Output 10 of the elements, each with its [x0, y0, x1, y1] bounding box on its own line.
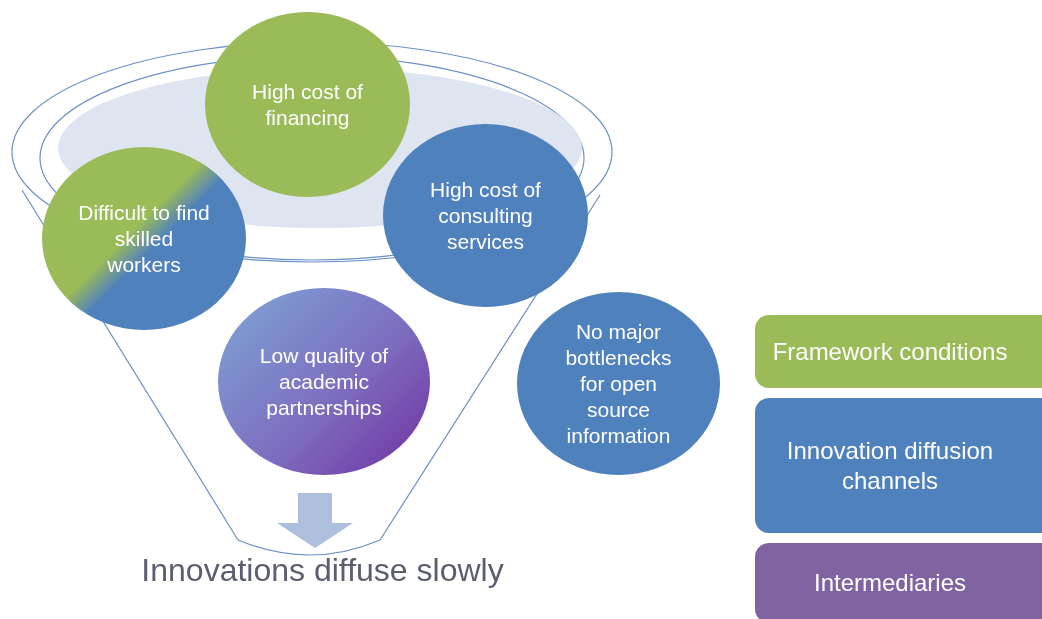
outcome-text: Innovations diffuse slowly [141, 551, 504, 589]
block-arrow [277, 493, 353, 548]
legend-label: Intermediaries [813, 568, 967, 598]
circle-label: No major bottlenecks for open source information [564, 318, 673, 449]
circle-label: High cost of consulting services [429, 176, 542, 255]
circle-label: Difficult to find skilled workers [77, 199, 211, 278]
circle-label: High cost of financing [251, 78, 364, 131]
legend-label: Innovation diffusion channels [785, 435, 995, 496]
circle-label: Low quality of academic partnerships [258, 342, 390, 421]
legend-label: Framework conditions [772, 336, 1008, 367]
